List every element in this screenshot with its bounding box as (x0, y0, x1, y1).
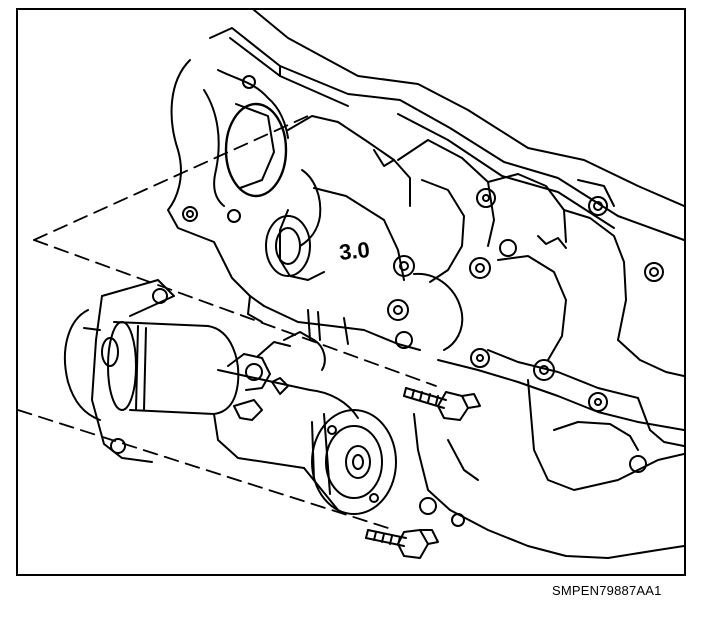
alignment-lines (18, 115, 437, 529)
starter-motor (64, 279, 397, 515)
figure-caption: SMPEN79887AA1 (552, 583, 662, 598)
engine-displacement-marking: 3.0 (338, 237, 371, 265)
engine-block (167, 10, 684, 559)
starter-motor-illustration: 3.0 (18, 10, 684, 559)
starter-bolt-lower (365, 529, 439, 559)
starter-bolt-upper (403, 387, 481, 421)
illustration-frame: 3.0 (16, 8, 686, 576)
